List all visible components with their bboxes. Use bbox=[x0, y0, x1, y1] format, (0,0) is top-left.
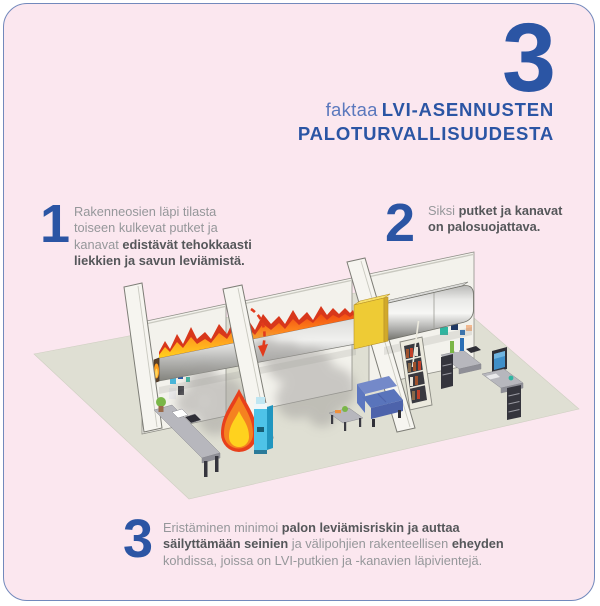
fire-collar-face bbox=[353, 297, 385, 350]
partition-wall-2 bbox=[346, 257, 416, 433]
office-desk-b bbox=[481, 347, 524, 420]
duct-face bbox=[158, 317, 357, 382]
binders bbox=[406, 347, 421, 400]
fact-3-number: 3 bbox=[123, 509, 154, 569]
office-desk-a bbox=[440, 338, 482, 389]
fire-collar bbox=[353, 293, 391, 350]
fact-1-number: 1 bbox=[40, 194, 71, 254]
fact-1-text: Rakenneosien läpi tilasta toiseen kulkev… bbox=[74, 204, 252, 270]
fact-2-text: Siksi putket ja kanavat on palosuojattav… bbox=[428, 203, 576, 236]
title-word-bold: LVI-ASENNUSTEN bbox=[381, 98, 554, 120]
duct-shadow bbox=[159, 348, 356, 394]
papers bbox=[171, 408, 189, 419]
fact-3-seg-3: eheyden bbox=[451, 536, 504, 552]
fire-collar-top bbox=[353, 293, 391, 306]
back-wall-panel-left bbox=[141, 303, 227, 435]
coffee-table bbox=[328, 406, 364, 431]
partition-wall-1 bbox=[222, 284, 274, 443]
back-wall-panel-middle bbox=[243, 277, 353, 414]
floor bbox=[33, 278, 580, 500]
duct-protected bbox=[383, 281, 474, 355]
fact-1-seg-0: Rakenneosien läpi tilasta toiseen kulkev… bbox=[74, 204, 218, 252]
fact-3-seg-1: palon leviämisriskin ja auttaa säilyttäm… bbox=[163, 520, 460, 552]
fact-3-text: Eristäminen minimoi palon leviämisriskin… bbox=[163, 520, 511, 569]
keyboard bbox=[486, 373, 500, 380]
title-word-light: faktaa bbox=[325, 98, 378, 120]
plant bbox=[156, 397, 166, 407]
fact-3-seg-4: kohdissa, joissa on LVI-putkien ja -kana… bbox=[163, 552, 483, 568]
duct-flames bbox=[159, 306, 356, 358]
wall-posters-right bbox=[440, 323, 472, 335]
sofa bbox=[357, 376, 403, 427]
duct-burning bbox=[153, 314, 362, 394]
flames-front-layer bbox=[159, 314, 356, 358]
flame-icon bbox=[221, 389, 257, 452]
fact-2-seg-0: Siksi bbox=[428, 203, 459, 218]
end-wall bbox=[123, 282, 163, 433]
monitor bbox=[492, 347, 507, 379]
fact-2-number: 2 bbox=[385, 193, 416, 253]
duct-top-surface bbox=[158, 314, 362, 359]
back-wall-panel-right bbox=[368, 251, 475, 387]
back-wall bbox=[141, 251, 475, 435]
duct-protected-shadow bbox=[384, 327, 472, 355]
fire-spread-arrow bbox=[250, 307, 268, 357]
fact-3-seg-2: ja välipohjien rakenteellisen bbox=[291, 536, 452, 552]
binder-stack bbox=[450, 338, 464, 353]
desk-left bbox=[153, 397, 221, 477]
wall-slab-inner-edges bbox=[137, 260, 411, 438]
flames-back-layer bbox=[159, 306, 356, 358]
plant-pot bbox=[158, 406, 164, 412]
wall-posters-left bbox=[169, 372, 190, 399]
smoke bbox=[176, 336, 356, 435]
fact-1-seg-1: edistävät tehokkaasti liekkien ja savun … bbox=[74, 236, 252, 269]
title-line-2: PALOTURVALLISUUDESTA bbox=[297, 122, 554, 144]
duct-open-end bbox=[153, 357, 160, 384]
bookshelf bbox=[399, 320, 433, 411]
headline-number: 3 bbox=[502, 3, 556, 112]
water-cooler bbox=[254, 397, 273, 454]
duct-protected-face bbox=[383, 285, 474, 342]
duct-protected-top bbox=[383, 281, 469, 305]
fire-collar-side bbox=[383, 296, 389, 343]
laptop bbox=[184, 413, 202, 424]
fact-2-seg-1: putket ja kanavat on palosuojattava. bbox=[428, 203, 563, 235]
mug bbox=[508, 375, 514, 381]
building-illustration bbox=[33, 251, 580, 500]
fact-3-seg-0: Eristäminen minimoi bbox=[163, 520, 282, 535]
